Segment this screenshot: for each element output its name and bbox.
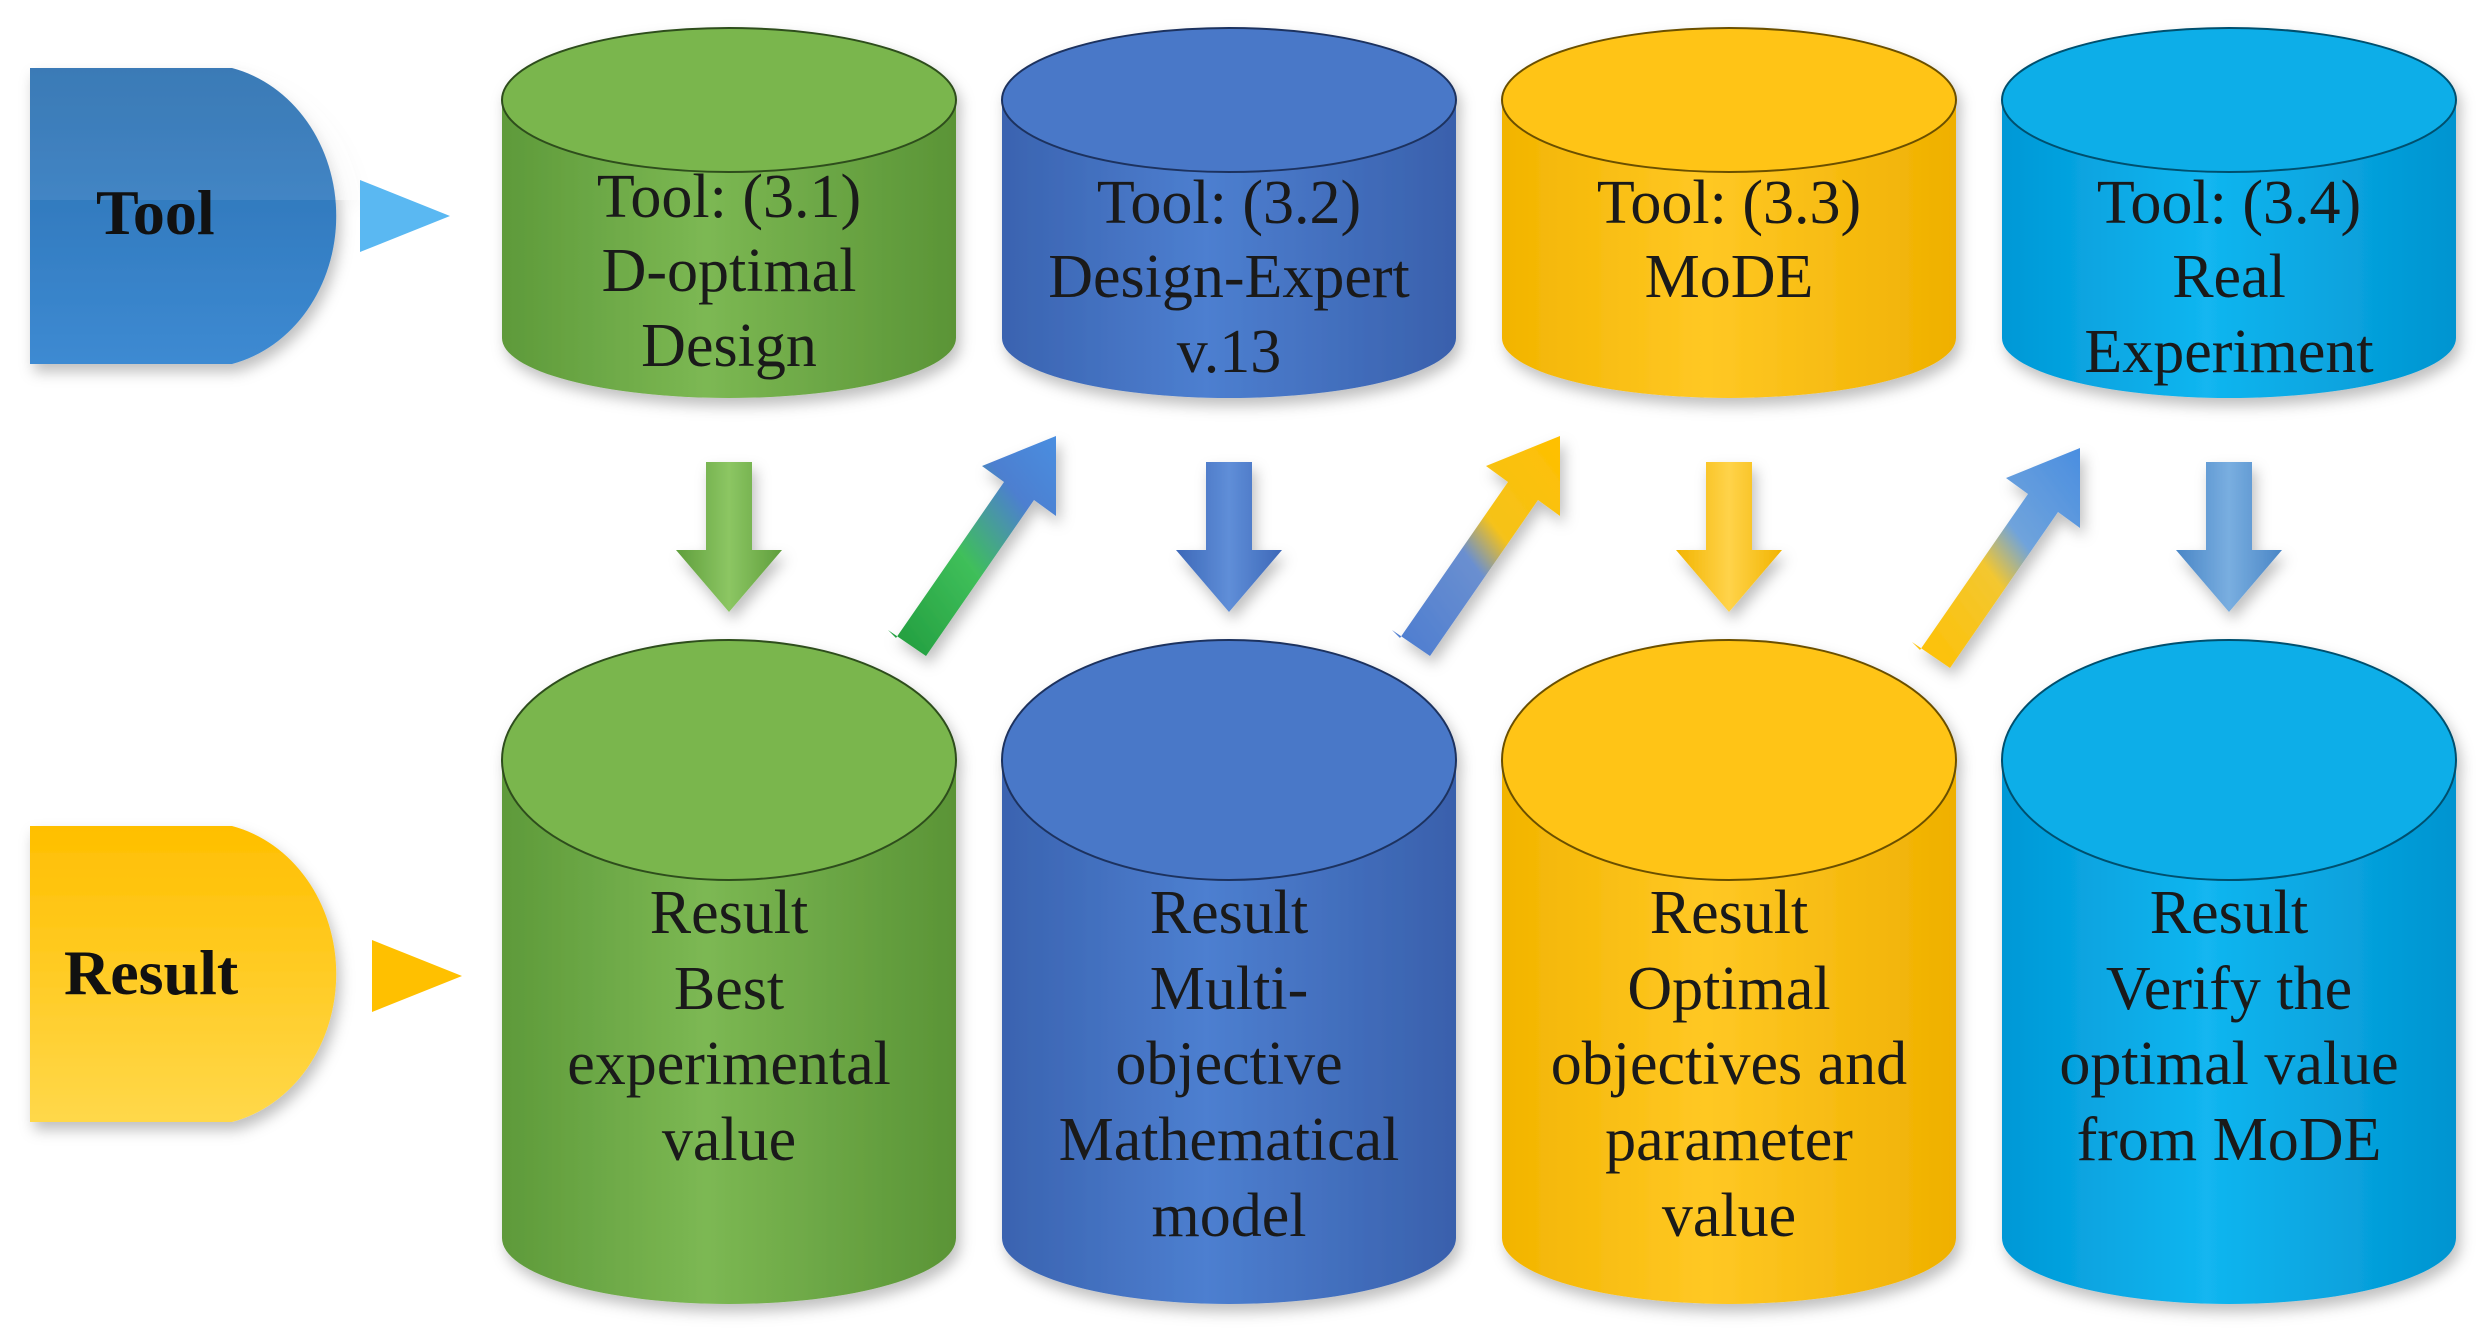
diagonal-arrow-icon-2 <box>1392 436 1560 656</box>
result-1-line-4: value <box>661 1105 797 1174</box>
result-cylinder-3 <box>1501 639 1957 1304</box>
result-1-line-3: experimental <box>567 1030 891 1099</box>
result-3-label: Result Optimal objectives and parameter … <box>1502 876 1956 1254</box>
tool-side-label: Tool <box>96 177 215 248</box>
tool-3-line-2: MoDE <box>1644 243 1814 312</box>
tool-4-line-2: Real <box>2172 243 2286 312</box>
tool-cylinder-4 <box>2001 27 2457 398</box>
result-3-line-2: Optimal <box>1627 954 1831 1023</box>
result-2-label: Result Multi- objective Mathematical mod… <box>1002 876 1456 1254</box>
tool-badge-icon <box>30 68 360 364</box>
down-arrow-icon-2 <box>1176 462 1282 612</box>
result-1-line-2: Best <box>673 954 785 1023</box>
tool-1-line-2: D-optimal <box>601 237 857 306</box>
diagonal-arrow-icon-1 <box>888 436 1056 656</box>
tool-cylinder-3 <box>1501 27 1957 398</box>
result-3-title: Result <box>1649 879 1809 947</box>
result-4-label: Result Verify the optimal value from MoD… <box>2002 876 2456 1179</box>
tool-3-title: Tool: (3.3) <box>1596 169 1862 237</box>
tool-2-line-2: Design-Expert <box>1048 243 1410 312</box>
result-2-line-2: Multi- <box>1149 954 1309 1023</box>
result-4-title: Result <box>2149 879 2309 947</box>
result-1-label: Result Best experimental value <box>502 876 956 1179</box>
result-3-line-3: objectives and <box>1550 1030 1908 1099</box>
down-arrow-icon-3 <box>1676 462 1782 612</box>
result-4-line-3: optimal value <box>2059 1030 2399 1099</box>
result-3-line-4: parameter <box>1605 1105 1853 1174</box>
result-2-title: Result <box>1149 879 1309 947</box>
down-arrow-icon-4 <box>2176 462 2282 612</box>
tool-4-label: Tool: (3.4) Real Experiment <box>2002 166 2456 389</box>
result-side-label: Result <box>64 937 239 1008</box>
tool-cylinder-2 <box>1001 27 1457 398</box>
result-cylinder-4 <box>2001 639 2457 1304</box>
result-1-title: Result <box>649 879 809 947</box>
result-cylinder-2 <box>1001 639 1457 1304</box>
result-2-line-4: Mathematical <box>1058 1105 1400 1174</box>
result-2-line-3: objective <box>1115 1030 1343 1099</box>
down-arrow-icon-1 <box>676 462 782 612</box>
tool-1-label: Tool: (3.1) D-optimal Design <box>502 160 956 383</box>
result-2-line-5: model <box>1151 1181 1307 1250</box>
tool-2-line-3: v.13 <box>1176 317 1282 386</box>
tool-3-label: Tool: (3.3) MoDE <box>1502 166 1956 315</box>
diagonal-arrow-icon-3 <box>1912 448 2080 668</box>
result-4-line-2: Verify the <box>2105 954 2353 1023</box>
result-4-line-4: from MoDE <box>2076 1105 2382 1174</box>
tool-cylinder-1 <box>501 27 957 398</box>
result-badge-icon <box>30 826 337 1122</box>
tool-4-line-3: Experiment <box>2084 317 2374 386</box>
tool-1-line-3: Design <box>641 311 817 380</box>
tool-2-label: Tool: (3.2) Design-Expert v.13 <box>1002 166 1456 389</box>
tool-4-title: Tool: (3.4) <box>2096 169 2362 237</box>
tool-2-title: Tool: (3.2) <box>1096 169 1362 237</box>
result-cylinder-1 <box>501 639 957 1304</box>
tool-1-title: Tool: (3.1) <box>596 163 862 231</box>
result-pointer-triangle-icon <box>372 940 462 1012</box>
result-3-line-5: value <box>1661 1181 1797 1250</box>
tool-pointer-triangle-icon <box>360 180 450 252</box>
